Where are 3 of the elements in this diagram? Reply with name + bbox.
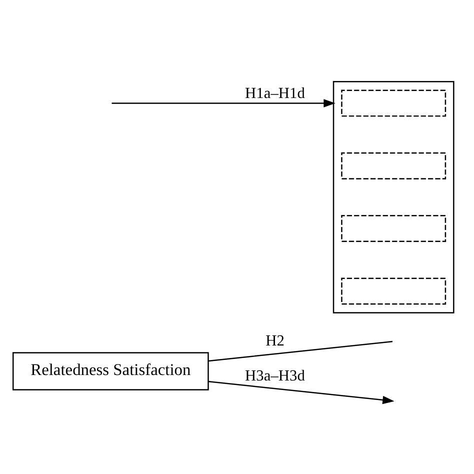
edge-label: H1a–H1d bbox=[244, 84, 304, 102]
edge-label: H3a–H3d bbox=[244, 367, 304, 384]
edge-label: H2 bbox=[265, 332, 284, 350]
